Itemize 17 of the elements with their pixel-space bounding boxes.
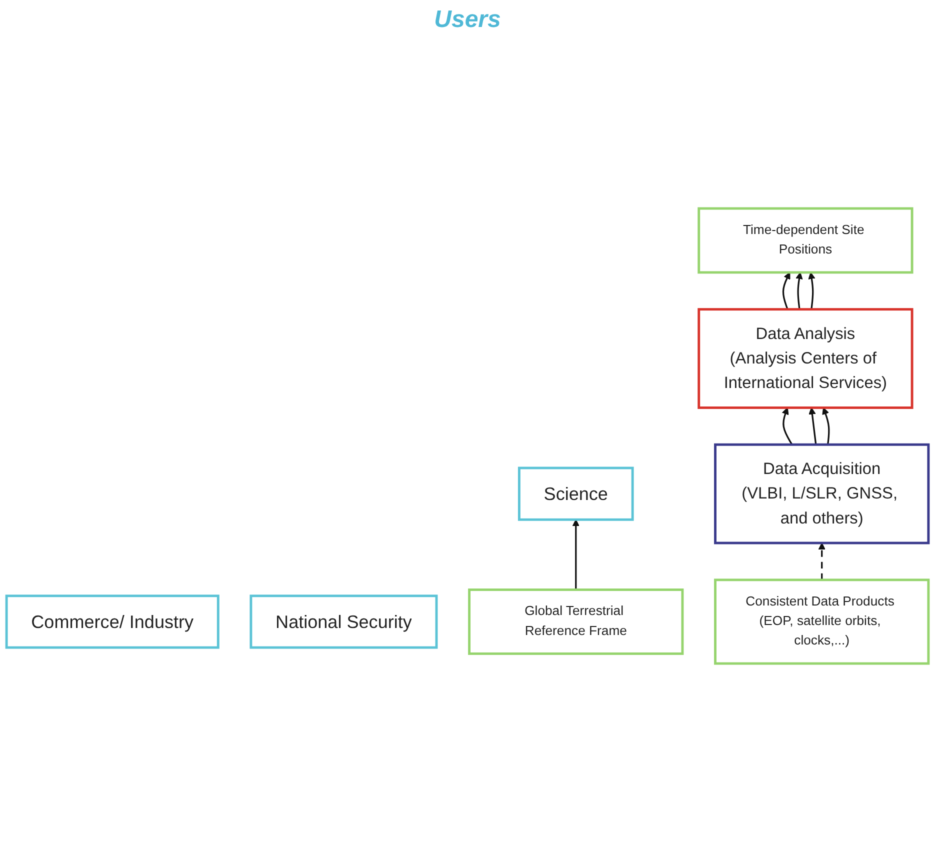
arrow <box>782 407 793 446</box>
arrow <box>822 407 830 445</box>
node-box: Data Acquisition (VLBI, L/SLR, GNSS, and others) <box>714 443 930 544</box>
arrow <box>808 407 817 445</box>
node-box: Data Analysis (Analysis Centers of International Services) <box>698 308 914 409</box>
node-box: Science <box>518 466 634 521</box>
arrow <box>796 272 803 310</box>
arrow <box>572 519 580 590</box>
node-box: Consistent Data Products (EOP, satellite orbits, clocks,...) <box>714 578 930 665</box>
node-box: Time-dependent Site Positions <box>698 207 914 274</box>
node-box: Global Terrestrial Reference Frame <box>468 588 684 655</box>
arrow <box>808 272 816 310</box>
arrow <box>818 542 826 580</box>
arrow <box>782 272 790 310</box>
node-box: Commerce/ Industry <box>5 594 220 649</box>
node-box: National Security <box>250 594 438 649</box>
diagram-title: Users <box>433 6 502 34</box>
